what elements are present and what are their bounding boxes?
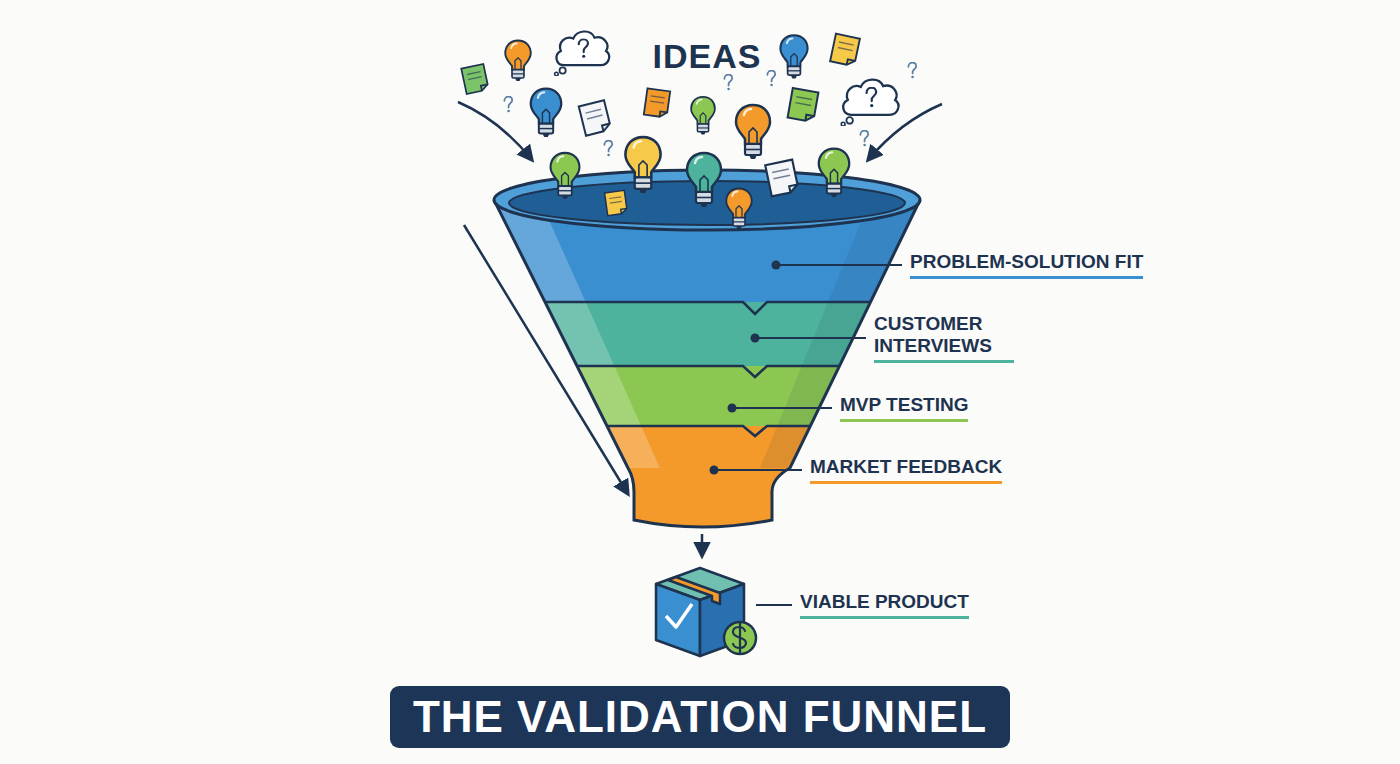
stage-label: PROBLEM-SOLUTION FIT bbox=[910, 251, 1143, 279]
stage-label: MVP TESTING bbox=[840, 394, 968, 422]
diagram-title: THE VALIDATION FUNNEL bbox=[413, 692, 987, 742]
result-label: VIABLE PRODUCT bbox=[800, 591, 969, 619]
stage-label: CUSTOMER INTERVIEWS bbox=[874, 313, 1014, 363]
ideas-heading: IDEAS bbox=[653, 37, 762, 76]
stage-label: MARKET FEEDBACK bbox=[810, 456, 1002, 484]
